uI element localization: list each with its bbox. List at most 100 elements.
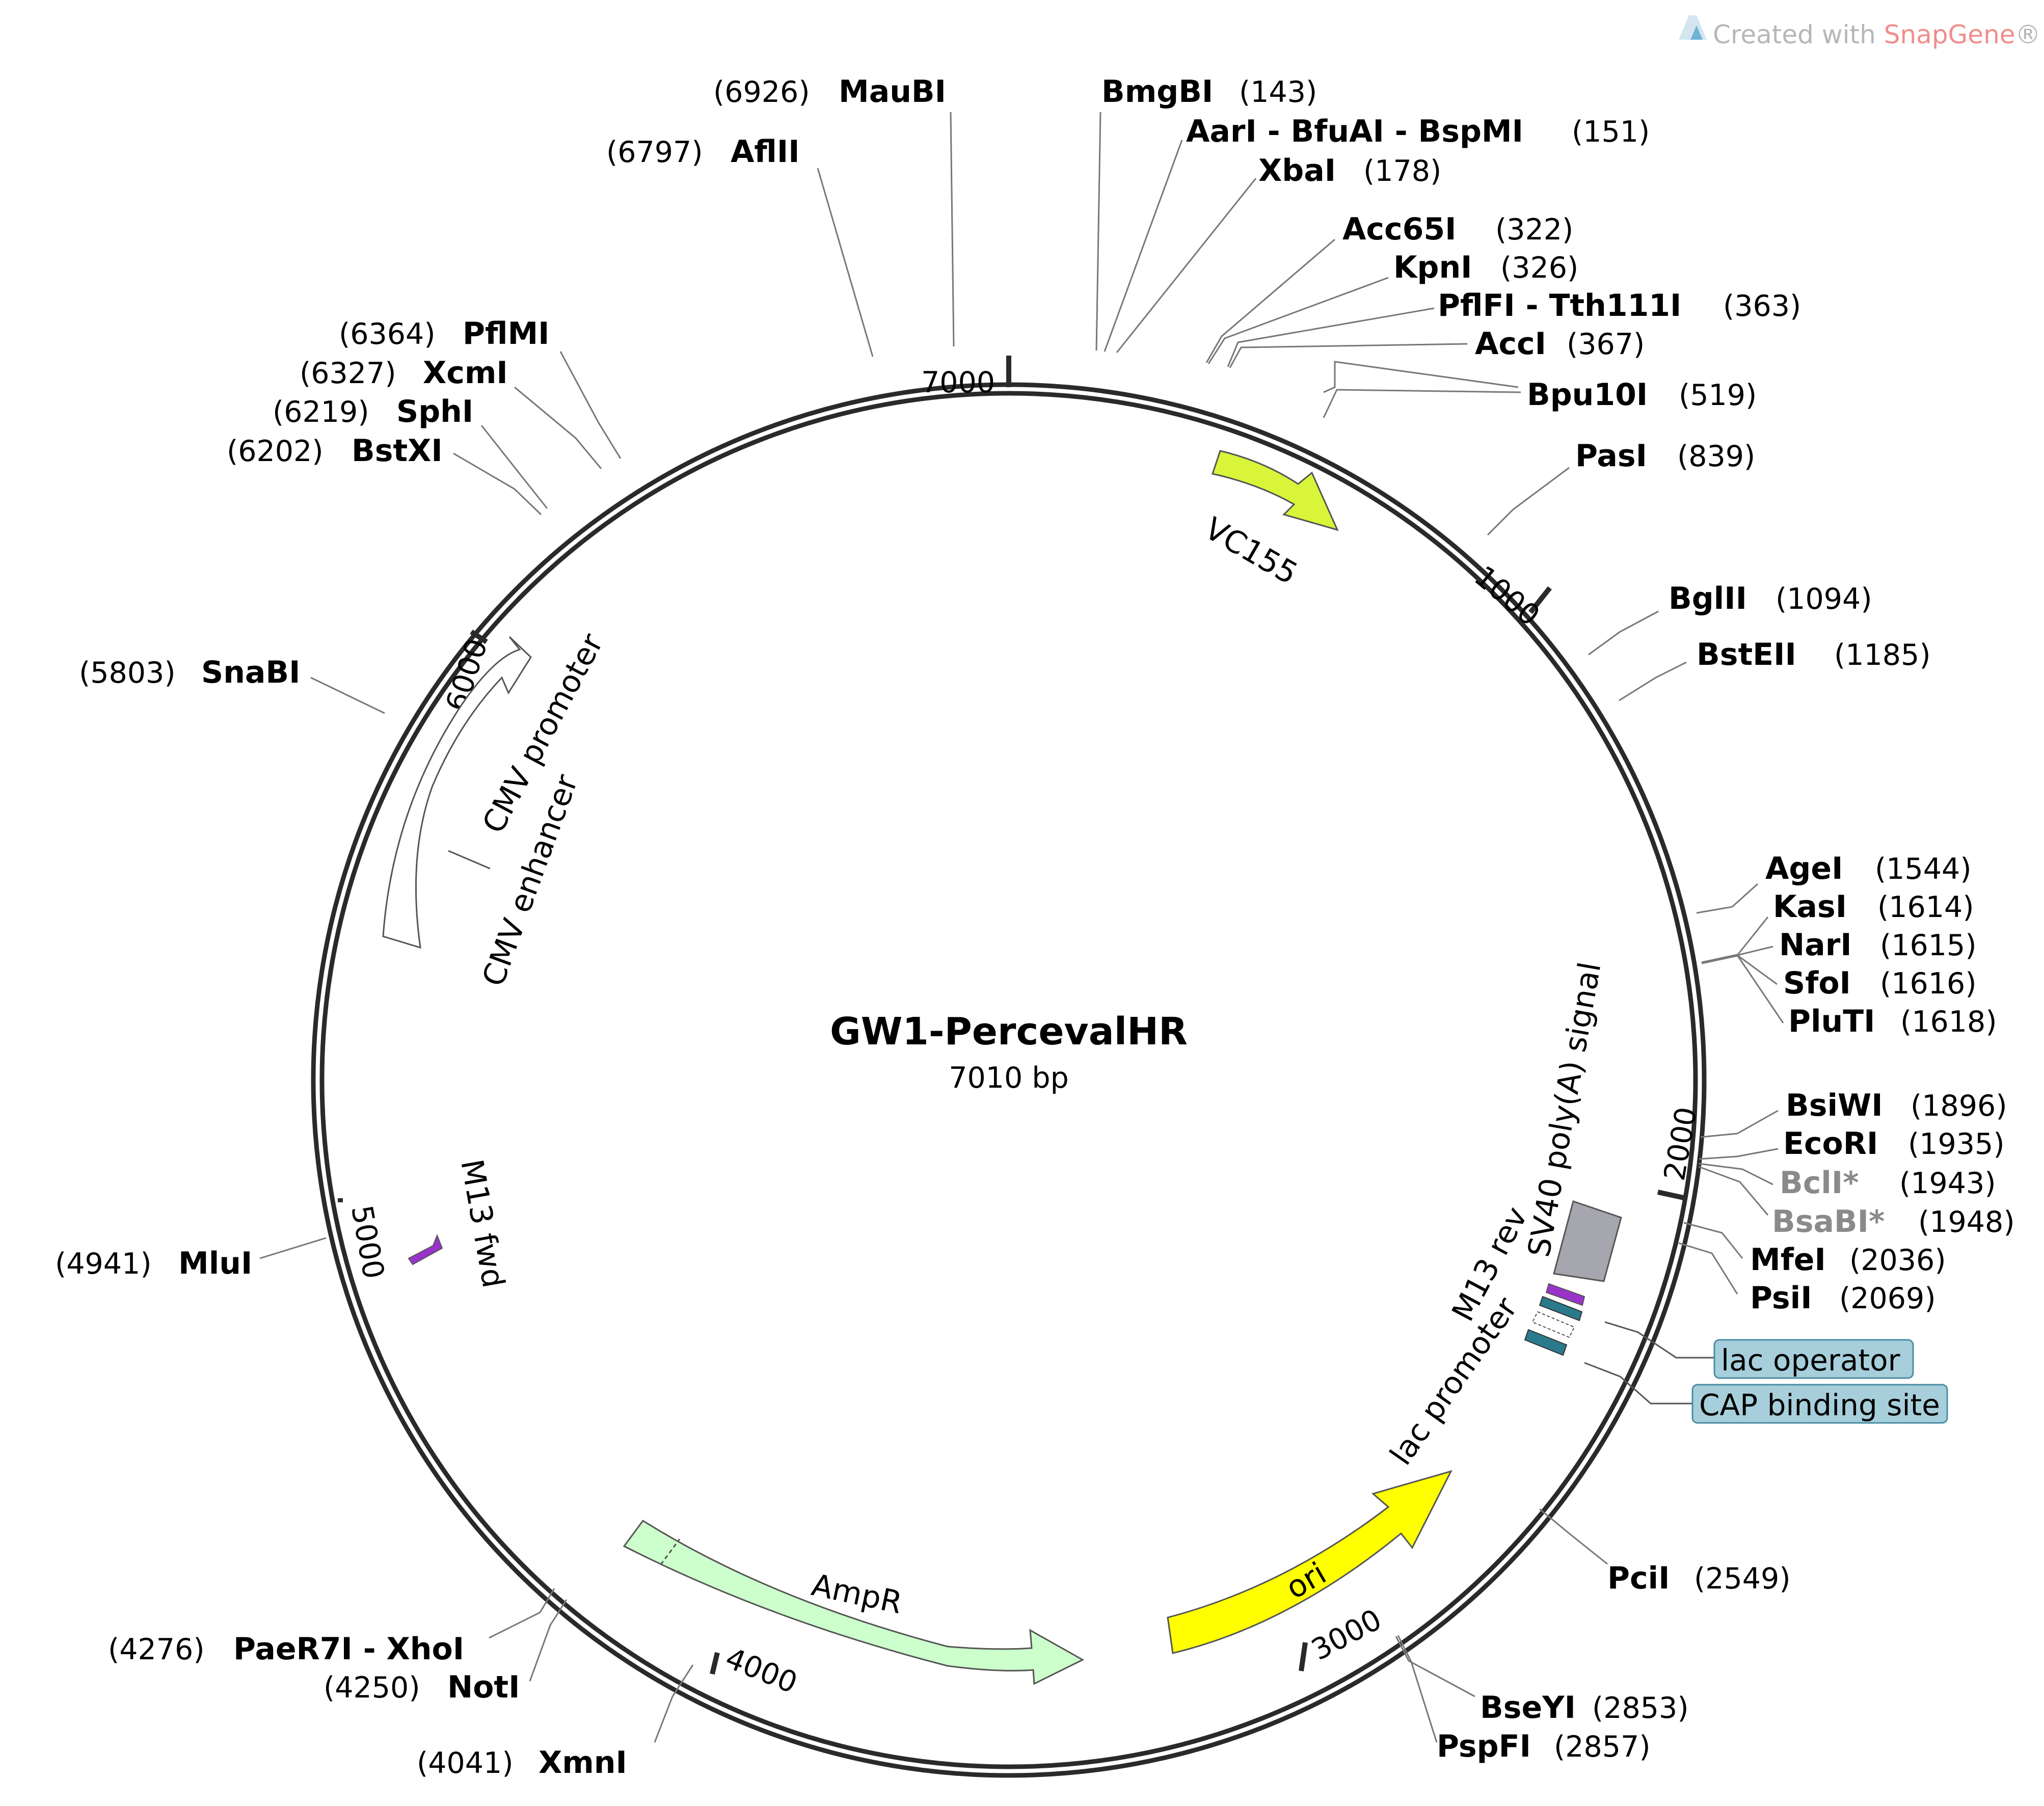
site-name-aari-bfuai-bspmi: AarI - BfuAI - BspMI	[1186, 114, 1523, 149]
svg-text:(2549): (2549)	[1694, 1562, 1791, 1596]
site-pos-mfei: 2036	[1861, 1244, 1934, 1277]
site-name-sfoi: SfoI	[1783, 965, 1851, 1001]
site-name-mlui: MluI	[178, 1246, 252, 1281]
svg-text:(5803): (5803)	[79, 656, 176, 690]
leader-mfei	[1683, 1222, 1743, 1259]
svg-text:(2857): (2857)	[1554, 1730, 1651, 1764]
site-name-bglii: BglII	[1669, 581, 1747, 616]
site-xbai: XbaI (178)	[1258, 153, 1441, 188]
site-aflii: (6797) AflII	[606, 134, 800, 170]
leader-aflii	[817, 168, 874, 357]
site-pos-bsiwi: 1896	[1922, 1089, 1996, 1123]
svg-text:(1094): (1094)	[1776, 582, 1872, 616]
leader-bmgbi	[1095, 112, 1101, 351]
site-pos-bstxi: 6202	[238, 435, 312, 468]
svg-text:(4041): (4041)	[417, 1746, 514, 1780]
svg-text:(839): (839)	[1677, 440, 1755, 473]
leader-xbai	[1116, 178, 1257, 353]
leader-acc65i	[1205, 238, 1335, 363]
feature-vc155	[1212, 450, 1339, 531]
feature-ampr	[623, 1519, 1085, 1685]
tick-6000	[470, 629, 488, 644]
svg-text:(2069): (2069)	[1839, 1282, 1936, 1315]
site-name-mfei: MfeI	[1750, 1242, 1826, 1278]
site-bmgbi: BmgBI (143)	[1101, 74, 1317, 110]
site-name-acci: AccI	[1475, 326, 1546, 362]
site-acci: AccI (367)	[1475, 326, 1645, 362]
feature-cmv-enhancer-promoter	[382, 636, 532, 949]
site-bsabi: BsaBI* (1948)	[1772, 1204, 2015, 1239]
feature-ori	[1167, 1470, 1453, 1654]
svg-text:(4276): (4276)	[108, 1633, 205, 1666]
site-xcmi: (6327) XcmI	[300, 355, 508, 391]
feature-divider-cmv	[448, 850, 491, 870]
leader-pluti	[1736, 955, 1784, 1023]
site-snabi: (5803) SnaBI	[79, 655, 300, 690]
svg-text:(1615): (1615)	[1880, 929, 1977, 962]
plasmid-name: GW1-PercevalHR	[830, 1010, 1188, 1054]
site-name-bsiwi: BsiWI	[1786, 1088, 1883, 1123]
site-pos-xcmi: 6327	[311, 357, 385, 390]
leader-sphi	[480, 425, 548, 509]
site-name-nari: NarI	[1779, 927, 1852, 963]
svg-text:(6219): (6219)	[273, 395, 369, 429]
leader-bsteii	[1619, 661, 1687, 702]
site-name-bstxi: BstXI	[352, 433, 443, 469]
boxed-feature-labels: lac operator CAP binding site	[1584, 1321, 1948, 1424]
svg-text:(2036): (2036)	[1849, 1244, 1946, 1277]
tick-2000	[1657, 1190, 1687, 1201]
site-name-kpni: KpnI	[1393, 250, 1472, 285]
site-pasi: PasI (839)	[1575, 438, 1755, 474]
site-xmni: (4041) XmnI	[417, 1745, 627, 1781]
svg-text:(322): (322)	[1495, 213, 1573, 247]
site-pos-snabi: 5803	[90, 656, 164, 690]
site-name-noti: NotI	[447, 1669, 520, 1705]
site-pos-xmni: 4041	[428, 1746, 502, 1780]
site-name-sphi: SphI	[396, 394, 473, 429]
site-name-snabi: SnaBI	[201, 655, 300, 690]
site-pos-psii: 2069	[1850, 1282, 1924, 1315]
leader-pasi	[1487, 467, 1570, 536]
feature-label-m13-fwd: M13 fwd	[453, 1156, 511, 1290]
leader-mlui	[259, 1237, 327, 1259]
feature-label-lac-promoter: lac promoter	[1383, 1291, 1525, 1472]
leader-agei	[1696, 883, 1759, 914]
site-bpu10i: Bpu10I (519)	[1527, 377, 1757, 413]
leader-kasi-group	[1701, 954, 1738, 964]
site-name-pcii: PciI	[1607, 1560, 1670, 1596]
box-lac-operator	[1713, 1339, 1914, 1379]
tick-label-3000: 3000	[1306, 1603, 1387, 1667]
site-noti: (4250) NotI	[324, 1669, 520, 1705]
site-nari: NarI (1615)	[1779, 927, 1977, 963]
site-name-pluti: PluTI	[1788, 1004, 1875, 1039]
site-name-agei: AgeI	[1765, 851, 1843, 886]
leader-bsiwi	[1700, 1110, 1779, 1138]
leader-pflmi	[559, 351, 622, 459]
leader-acci	[1229, 343, 1468, 368]
svg-text:(1943): (1943)	[1899, 1167, 1996, 1200]
site-name-xbai: XbaI	[1258, 153, 1336, 188]
site-pos-sphi: 6219	[284, 395, 358, 429]
svg-text:(4250): (4250)	[324, 1671, 420, 1705]
site-name-paer7i-xhoi: PaeR7I - XhoI	[233, 1631, 464, 1667]
leader-lac-operator	[1604, 1321, 1714, 1359]
site-pspfi: PspFI (2857)	[1437, 1729, 1651, 1764]
site-name-bmgbi: BmgBI	[1101, 74, 1213, 110]
site-aari-bfuai-bspmi: AarI - BfuAI - BspMI (151)	[1186, 114, 1650, 149]
site-name-kasi: KasI	[1773, 889, 1847, 925]
site-pos-aari-bfuai-bspmi: 151	[1583, 115, 1638, 149]
site-bstxi: (6202) BstXI	[227, 433, 443, 469]
svg-text:(4941): (4941)	[55, 1247, 152, 1281]
site-pos-acc65i: 322	[1507, 213, 1562, 247]
svg-text:(6926): (6926)	[713, 75, 810, 109]
site-pos-bglii: 1094	[1787, 582, 1861, 616]
site-pos-sfoi: 1616	[1891, 967, 1965, 1001]
leader-bcli	[1698, 1163, 1773, 1185]
site-pos-aflii: 6797	[617, 136, 691, 169]
svg-text:(6202): (6202)	[227, 435, 324, 468]
tick-1000	[1528, 586, 1552, 614]
site-pos-bsteii: 1185	[1845, 638, 1919, 672]
leader-sfoi	[1737, 954, 1778, 985]
svg-text:(6327): (6327)	[300, 357, 396, 390]
site-pos-pflmi: 6364	[350, 317, 424, 351]
